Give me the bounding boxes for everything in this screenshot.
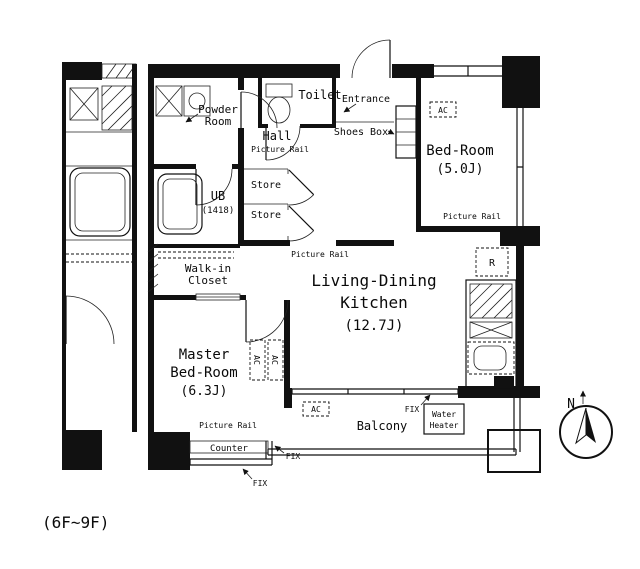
walk-in-closet-sliding-door bbox=[195, 293, 241, 301]
neighbor-unit bbox=[62, 62, 137, 470]
kitchen-end-cabinet bbox=[494, 376, 514, 388]
bedroom-label: Bed-Room bbox=[426, 143, 493, 159]
living-label-1: Living-Dining bbox=[311, 271, 436, 290]
master-ac-right-box bbox=[267, 339, 284, 381]
hall-label: Hall bbox=[263, 129, 292, 143]
fix-living-label: FIX bbox=[405, 405, 420, 414]
balcony-label: Balcony bbox=[357, 419, 408, 433]
exterior-walls bbox=[148, 56, 540, 470]
kitchen-counter bbox=[465, 279, 517, 389]
fix-living-arrow bbox=[420, 394, 431, 406]
bedroom-ac-box bbox=[429, 101, 457, 118]
toilet-label: Toilet bbox=[298, 88, 341, 102]
counter-shelf bbox=[189, 440, 269, 454]
master-ac-right-label: AC bbox=[270, 355, 279, 365]
wic-label-2: Closet bbox=[188, 274, 228, 287]
floor-note: (6F~9F) bbox=[42, 513, 109, 532]
fix-master-bottom-arrow bbox=[242, 468, 253, 480]
compass-circle bbox=[559, 405, 613, 459]
entrance-door bbox=[351, 39, 391, 79]
master-label-2: Bed-Room bbox=[170, 365, 237, 381]
counter-label: Counter bbox=[210, 444, 249, 454]
master-ac-left-label: AC bbox=[252, 355, 261, 365]
fixtures bbox=[155, 83, 541, 473]
refrigerator-label: R bbox=[489, 258, 496, 269]
hall-picture-rail-label: Picture Rail bbox=[251, 145, 309, 154]
powder-room-door bbox=[240, 91, 278, 129]
master-ac-left-box bbox=[249, 339, 266, 381]
living-label-2: Kitchen bbox=[340, 293, 407, 312]
compass-north-label: N bbox=[567, 397, 575, 412]
balcony-structure bbox=[267, 398, 521, 456]
walk-in-closet-rail bbox=[158, 251, 234, 259]
interior-walls bbox=[147, 78, 516, 408]
neighbor-duct-icon bbox=[101, 85, 133, 131]
master-picture-rail-label: Picture Rail bbox=[199, 421, 257, 430]
bedroom-ac-label: AC bbox=[438, 106, 448, 115]
fix-master-side-label: FIX bbox=[286, 452, 301, 461]
bedroom-size-label: (5.0J) bbox=[437, 162, 484, 177]
bedroom-picture-rail-label: Picture Rail bbox=[443, 212, 501, 221]
balcony-ac-box bbox=[302, 401, 330, 417]
shoes-box-arrow bbox=[387, 128, 395, 135]
store-lower-door bbox=[288, 205, 315, 242]
wic-label-1: Walk-in bbox=[185, 262, 231, 275]
powder-room-label-1: Powder bbox=[198, 103, 238, 116]
windows bbox=[189, 65, 524, 466]
fix-master-side-arrow bbox=[274, 445, 285, 454]
balcony-ac-label: AC bbox=[311, 405, 321, 414]
living-size-label: (12.7J) bbox=[344, 318, 403, 334]
store-upper-label: Store bbox=[251, 180, 281, 191]
master-size-label: (6.3J) bbox=[181, 384, 228, 399]
master-bedroom-door bbox=[245, 299, 289, 343]
compass: N bbox=[559, 390, 613, 459]
compass-needle-dark bbox=[586, 408, 596, 443]
powder-room-label-2: Room bbox=[205, 115, 232, 128]
leader-arrows bbox=[185, 103, 431, 480]
refrigerator-box bbox=[475, 247, 509, 277]
fix-master-bottom-label: FIX bbox=[253, 479, 268, 488]
entrance-arrow bbox=[343, 103, 357, 113]
shoes-box-label: Shoes Box bbox=[334, 127, 388, 138]
toilet-door bbox=[265, 125, 301, 161]
ub-size-label: (1418) bbox=[202, 206, 235, 216]
washer-pan-icon bbox=[155, 85, 183, 117]
living-picture-rail-label: Picture Rail bbox=[291, 250, 349, 259]
shoes-box-icon bbox=[395, 105, 417, 159]
powder-room-arrow bbox=[185, 113, 199, 123]
service-shaft bbox=[487, 429, 541, 473]
room-labels: Toilet Entrance Shoes Box Hall Picture R… bbox=[170, 88, 501, 488]
toilet-icon bbox=[265, 83, 293, 124]
water-heater-label-2: Heater bbox=[430, 421, 459, 430]
neighbor-washer-icon bbox=[69, 87, 99, 121]
store-lower-label: Store bbox=[251, 210, 281, 221]
neighbor-bathtub-icon bbox=[69, 167, 131, 237]
washbasin-icon bbox=[183, 85, 211, 117]
store-upper-door bbox=[288, 169, 315, 206]
water-heater-label-1: Water bbox=[432, 410, 456, 419]
entrance-label: Entrance bbox=[342, 94, 390, 105]
water-heater-box bbox=[423, 403, 465, 435]
neighbor-door bbox=[65, 295, 115, 345]
compass-needle-light bbox=[575, 407, 587, 445]
ub-label: UB bbox=[211, 189, 225, 203]
counter-divider bbox=[469, 321, 513, 339]
master-label-1: Master bbox=[179, 347, 230, 363]
bathtub-icon bbox=[157, 173, 203, 235]
sink-icon bbox=[467, 341, 515, 375]
stove-icon bbox=[469, 283, 513, 319]
